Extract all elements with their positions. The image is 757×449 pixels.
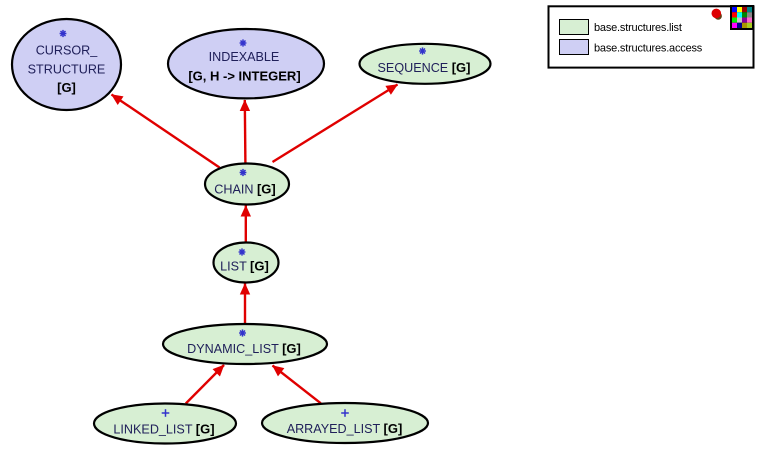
- svg-text:CHAIN [G]: CHAIN [G]: [214, 182, 275, 197]
- svg-text:LINKED_LIST [G]: LINKED_LIST [G]: [113, 422, 214, 437]
- svg-text:SEQUENCE [G]: SEQUENCE [G]: [378, 60, 471, 75]
- svg-text:base.structures.access: base.structures.access: [594, 43, 703, 55]
- svg-text:ARRAYED_LIST [G]: ARRAYED_LIST [G]: [287, 421, 403, 436]
- svg-text:STRUCTURE: STRUCTURE: [28, 63, 106, 77]
- svg-text:LIST [G]: LIST [G]: [220, 259, 269, 274]
- svg-text:DYNAMIC_LIST [G]: DYNAMIC_LIST [G]: [187, 341, 301, 356]
- svg-text:[G, H -> INTEGER]: [G, H -> INTEGER]: [188, 69, 300, 84]
- svg-text:INDEXABLE: INDEXABLE: [209, 50, 280, 64]
- svg-text:[G]: [G]: [57, 80, 76, 95]
- svg-text:base.structures.list: base.structures.list: [594, 22, 682, 34]
- svg-text:CURSOR_: CURSOR_: [36, 44, 99, 58]
